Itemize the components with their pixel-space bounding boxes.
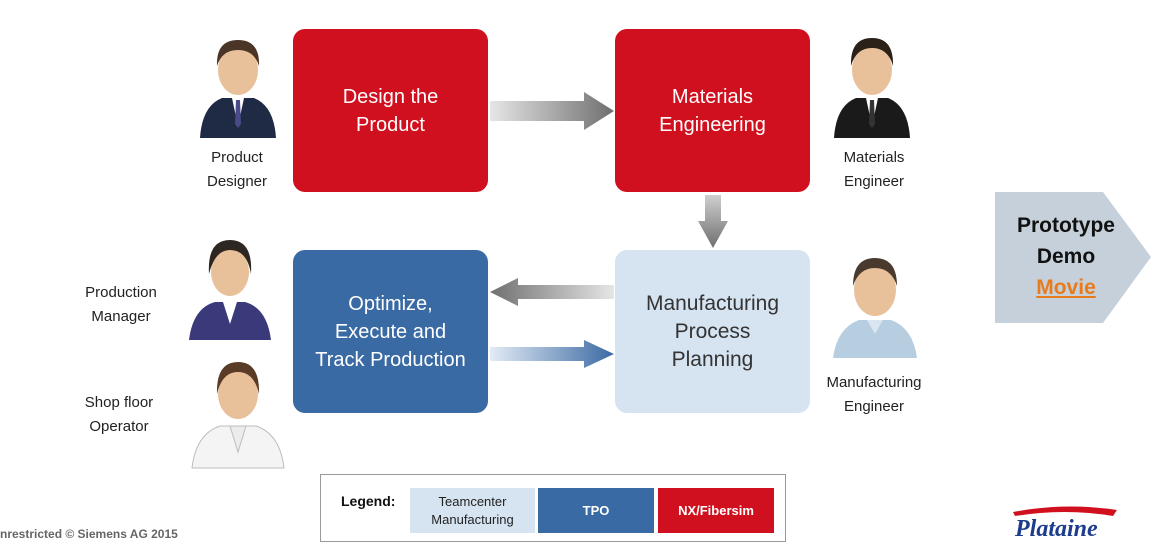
design-product-box: Design the Product — [293, 29, 488, 192]
production-manager-label: Production Manager — [85, 284, 157, 325]
legend-teamcenter-manufacturing: Teamcenter Manufacturing — [410, 488, 535, 533]
copyright-footer: nrestricted © Siemens AG 2015 — [0, 527, 178, 541]
svg-text:Plataine: Plataine — [1014, 516, 1098, 542]
product-designer-label: Product Designer — [206, 149, 268, 190]
movie-link[interactable]: Movie — [1036, 276, 1096, 299]
arrow-materials-to-manufacturing — [698, 195, 728, 248]
legend-nx-fibersim: NX/Fibersim — [658, 488, 774, 533]
legend-label: Legend: — [341, 493, 396, 509]
manufacturing-process-planning-box: Manufacturing Process Planning — [615, 250, 810, 413]
prototype-label: Prototype — [1016, 214, 1115, 237]
manufacturing-engineer-avatar — [833, 258, 917, 358]
shop-floor-operator-label: Shop floor Operator — [84, 394, 154, 435]
arrow-manufacturing-to-optimize — [490, 278, 614, 306]
optimize-execute-track-box: Optimize, Execute and Track Production — [293, 250, 488, 413]
legend-tpo: TPO — [538, 488, 654, 533]
demo-label: Demo — [1036, 245, 1096, 268]
prototype-demo-arrow — [995, 192, 1151, 323]
materials-engineer-label: Materials Engineer — [843, 149, 905, 190]
arrow-optimize-to-manufacturing — [490, 340, 614, 368]
shop-floor-operator-avatar — [191, 362, 285, 469]
legend: Legend: Teamcenter Manufacturing TPO NX/… — [320, 474, 786, 542]
production-manager-avatar — [189, 240, 271, 340]
arrow-design-to-materials — [490, 92, 614, 130]
prototype-demo-text: Prototype Demo Movie — [996, 210, 1136, 303]
plataine-logo: Plataine — [1013, 506, 1117, 542]
materials-engineer-avatar — [834, 38, 910, 138]
manufacturing-engineer-label: Manufacturing Engineer — [826, 374, 922, 415]
materials-engineering-box: Materials Engineering — [615, 29, 810, 192]
product-designer-avatar — [200, 40, 276, 138]
